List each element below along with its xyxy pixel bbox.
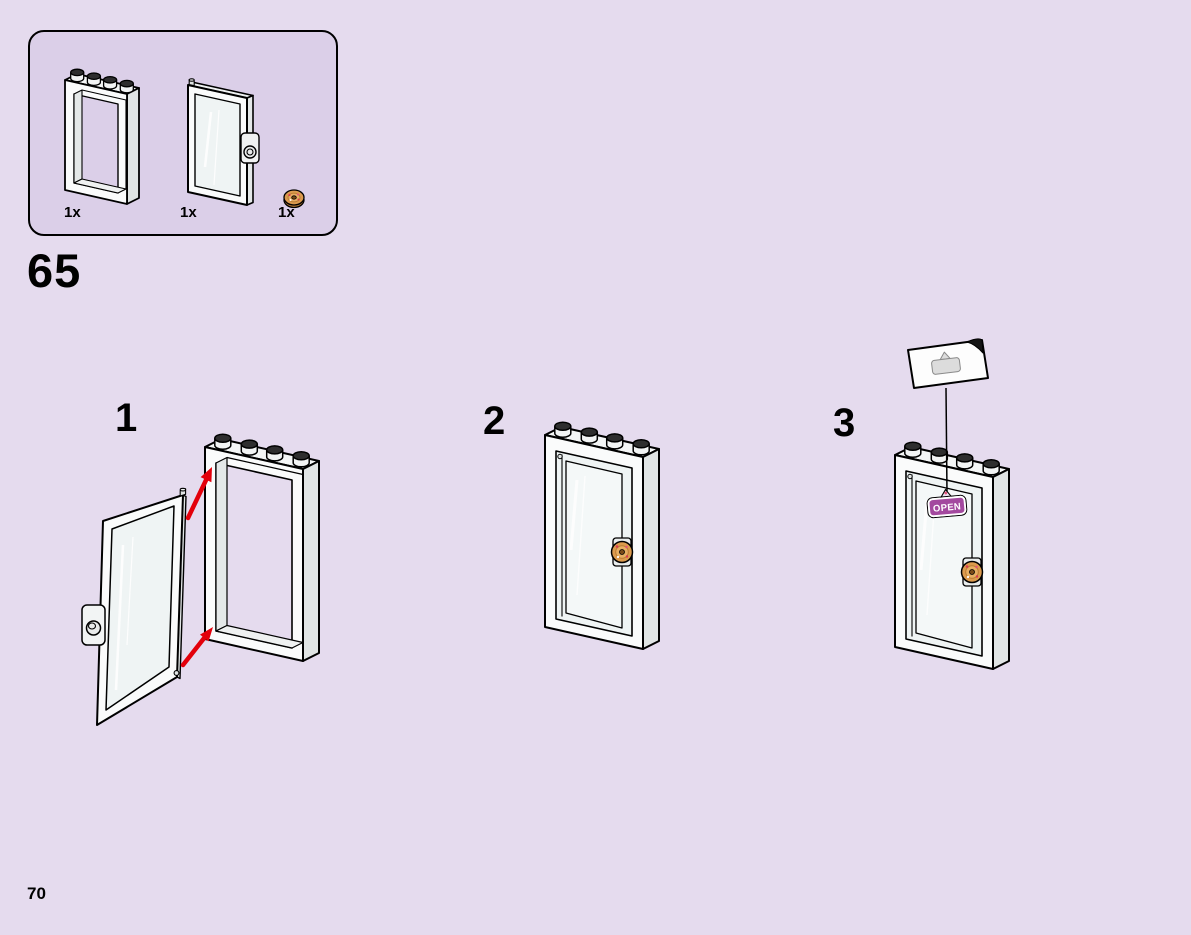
donut-shape: [283, 189, 305, 209]
assembled-door-graphic: [544, 421, 660, 650]
door-hinge-pin: [173, 487, 187, 676]
part-count-label: 1x: [64, 204, 81, 221]
donut-graphic: [610, 537, 634, 567]
door-frame-part-shape: [64, 68, 140, 205]
assembly-arrow-icon: [180, 627, 213, 668]
substep-2-label: 2: [483, 399, 506, 443]
door-hinge-pin: [188, 78, 195, 87]
parts-callout-box: 1x 1x 1x: [28, 30, 338, 236]
substep-1-label: 1: [115, 396, 138, 440]
sticker-sheet-graphic: [907, 338, 989, 389]
substep-1-illustration: [81, 433, 320, 726]
open-sign-graphic: OPEN: [926, 488, 968, 519]
sticker-on-sheet: [931, 351, 961, 375]
step-number: 65: [27, 244, 82, 297]
frame-studs: [554, 421, 650, 456]
door-handle: [81, 604, 106, 646]
assembled-door-graphic: [894, 441, 1010, 670]
door-part-icon: [187, 78, 260, 206]
part-count-label: 1x: [278, 204, 295, 221]
door-frame-part-icon: [64, 68, 140, 205]
assembly-arrow-icon: [185, 467, 212, 521]
frame-studs: [214, 433, 310, 468]
door-frame-graphic: [204, 433, 320, 662]
substep-3-illustration: OPEN: [894, 338, 1010, 670]
donut-graphic: [960, 557, 984, 587]
part-count-label: 1x: [180, 204, 197, 221]
door-graphic: [81, 487, 187, 726]
open-sign-text: OPEN: [933, 501, 962, 514]
sticker-pointer-line: [945, 387, 948, 495]
frame-studs: [70, 68, 134, 94]
substep-3-label: 3: [833, 401, 856, 445]
page-number: 70: [27, 884, 46, 903]
door-part-shape: [187, 78, 260, 206]
substep-2-illustration: [544, 421, 660, 650]
door-handle: [240, 132, 260, 164]
donut-part-icon: [283, 189, 305, 209]
